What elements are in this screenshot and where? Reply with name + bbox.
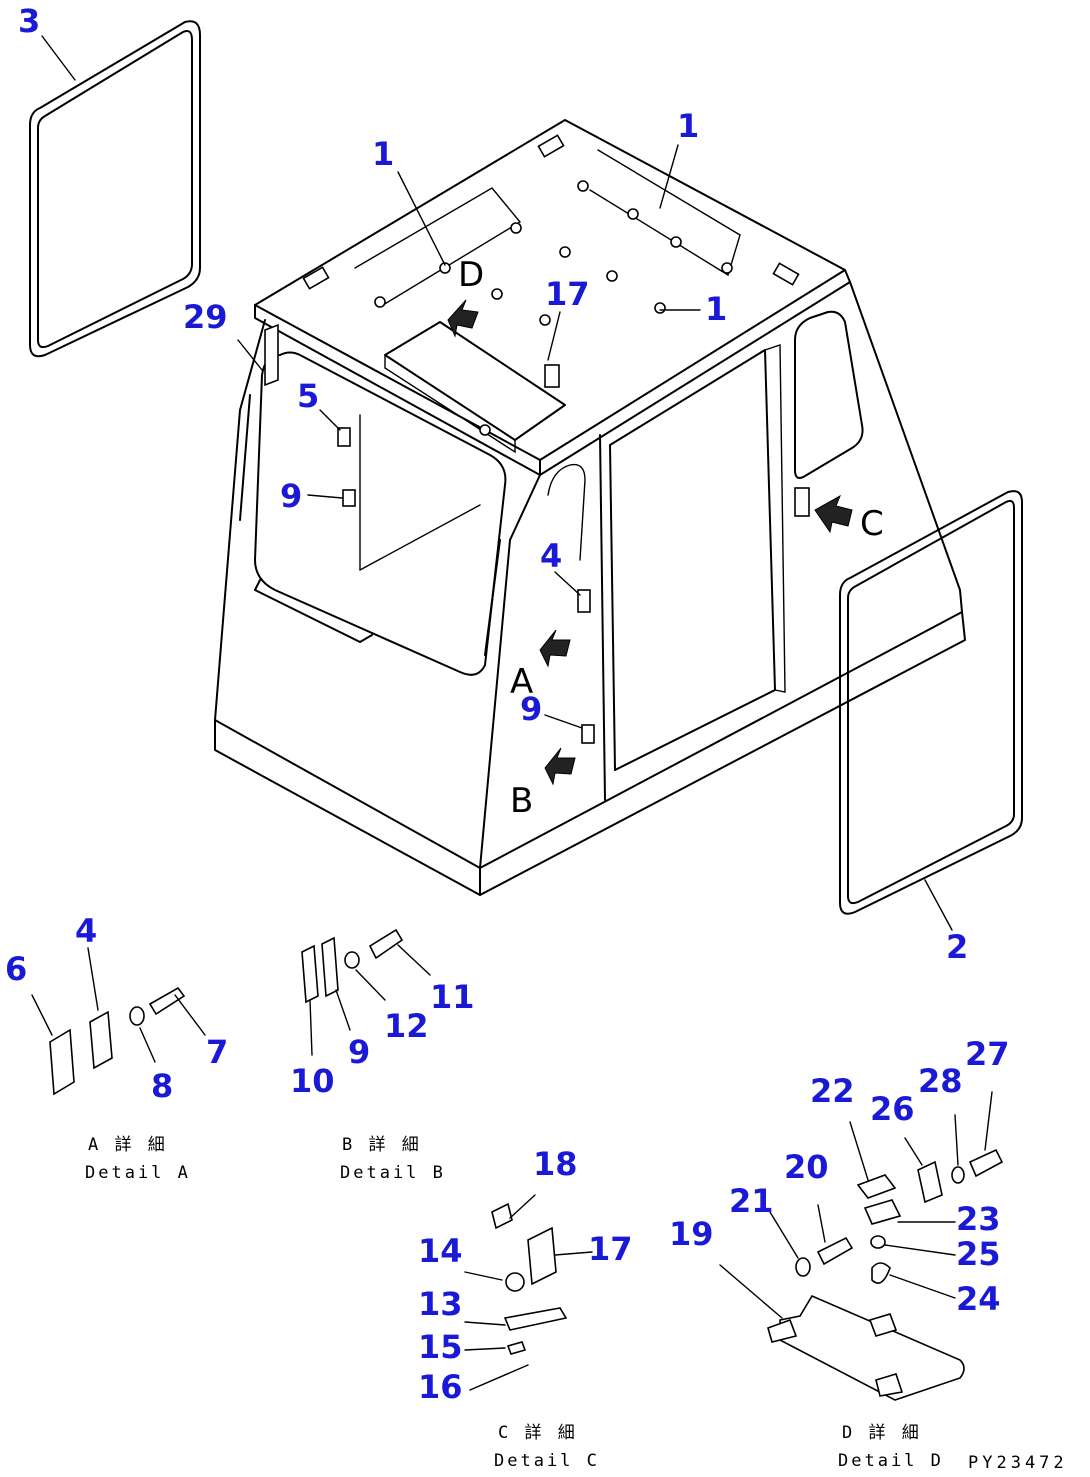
callout-19: 19 [669,1215,714,1253]
callout-22: 22 [810,1072,855,1110]
view-letter-a: A [510,662,533,702]
detail-a-caption-en: Detail A [85,1163,191,1183]
callout-17-cab: 17 [545,275,590,313]
callout-3: 3 [18,2,40,40]
callout-23: 23 [956,1200,1001,1238]
detail-d-caption-en: Detail D [838,1451,944,1471]
detail-b-caption-en: Detail B [340,1163,446,1183]
door-glass-frame [839,490,1023,915]
callout-9-window: 9 [280,477,302,515]
callout-17-detail-c: 17 [588,1230,633,1268]
callout-28: 28 [918,1062,963,1100]
callout-10: 10 [290,1062,335,1100]
callout-13: 13 [418,1285,463,1323]
callout-27: 27 [965,1035,1010,1073]
callout-1-roof: 1 [705,290,727,328]
cab-hardware [264,134,810,744]
callout-9-pillar: 9 [520,690,542,728]
callout-6: 6 [5,950,27,988]
callout-8: 8 [151,1067,173,1105]
view-arrow-c [814,494,853,534]
callout-9-detail-b: 9 [348,1033,370,1071]
view-letter-d: D [458,255,484,295]
view-letter-b: B [510,781,533,821]
callout-26: 26 [870,1090,915,1128]
detail-b-parts [301,928,431,1056]
callout-4-detail-a: 4 [75,912,97,950]
detail-c-parts [464,1194,593,1391]
detail-a-parts [31,947,206,1096]
callout-24: 24 [956,1280,1001,1318]
leader-2 [924,879,953,931]
callout-18: 18 [533,1145,578,1183]
callout-11: 11 [430,978,475,1016]
callout-1-top-left: 1 [372,135,394,173]
callout-16: 16 [418,1368,463,1406]
callout-7: 7 [206,1033,228,1071]
detail-d-caption-jp: D 詳 細 [842,1423,922,1443]
callout-15: 15 [418,1328,463,1366]
rear-glass-frame [29,20,201,358]
view-letter-c: C [860,504,884,544]
detail-a-caption-jp: A 詳 細 [88,1135,168,1155]
callout-1-top-right: 1 [677,107,699,145]
callout-5: 5 [297,377,319,415]
cab-body [214,119,966,896]
callout-4-pillar: 4 [540,537,562,575]
view-arrow-b [544,747,576,786]
detail-d-parts [719,1091,1004,1401]
callout-2: 2 [946,928,968,966]
detail-c-caption-jp: C 詳 細 [498,1423,578,1443]
view-arrow-a [539,629,571,668]
callout-12: 12 [384,1007,429,1045]
callout-29: 29 [183,298,228,336]
callout-20: 20 [784,1148,829,1186]
callout-21: 21 [729,1182,774,1220]
cab-leaders [237,144,701,729]
view-arrow-d [447,299,479,338]
detail-c-caption-en: Detail C [494,1451,600,1471]
detail-b-caption-jp: B 詳 細 [342,1135,422,1155]
leader-3 [41,35,76,81]
callout-25: 25 [956,1235,1001,1273]
drawing-number: PY23472 [968,1453,1068,1473]
callout-14: 14 [418,1232,463,1270]
